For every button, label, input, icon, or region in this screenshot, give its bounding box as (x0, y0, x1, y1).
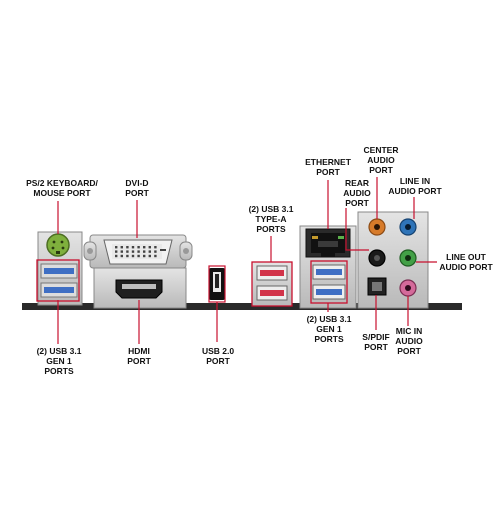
dvi-pin (131, 246, 135, 249)
label-usb31-gen1-ports-left: (2) USB 3.1 GEN 1 PORTS (36, 346, 82, 376)
label-ethernet-port: ETHERNET PORT (305, 157, 351, 177)
ethernet-usb-stack (299, 225, 357, 309)
dvi-pin (154, 246, 157, 249)
label-usb31-typea-ports: (2) USB 3.1 TYPE-A PORTS (248, 204, 294, 234)
label-usb31-gen1-ports-right: (2) USB 3.1 GEN 1 PORTS (306, 314, 352, 344)
usb20-block (208, 265, 226, 303)
label-hdmi-port: HDMI PORT (127, 346, 151, 366)
label-ps2-keyboard-mouse-port: PS/2 KEYBOARD/ MOUSE PORT (26, 178, 98, 198)
dvi-pin (143, 254, 146, 258)
label-line-out-audio-port: LINE OUT AUDIO PORT (439, 252, 493, 272)
dvi-pin (143, 246, 146, 249)
dvi-pin (126, 250, 129, 253)
callout-lines (57, 177, 437, 344)
label-usb20-port: USB 2.0 PORT (201, 346, 235, 366)
dvi-pin (137, 254, 140, 258)
label-center-audio-port: CENTER AUDIO PORT (363, 145, 399, 175)
dvi-pin (120, 246, 123, 249)
dvi-pin (131, 250, 135, 253)
dvi-pin (126, 254, 129, 258)
dvi-pin (137, 246, 140, 249)
dvi-pin (115, 254, 118, 258)
dvi-pin (148, 246, 151, 249)
label-line-in-audio-port: LINE IN AUDIO PORT (388, 176, 442, 196)
ps2-usb-stack (36, 231, 83, 306)
dvi-hdmi-block (83, 234, 193, 309)
dvi-pin (126, 246, 129, 249)
dvi-pin (143, 250, 146, 253)
dvi-pin (120, 254, 123, 258)
dvi-blade (160, 249, 166, 251)
label-rear-audio-port: REAR AUDIO PORT (343, 178, 371, 208)
usb31-typea-block (251, 261, 293, 307)
audio-panel (357, 211, 429, 309)
dvi-pin (131, 254, 135, 258)
io-shield-base (22, 303, 462, 310)
dvi-pin (115, 246, 118, 249)
dvi-pin (148, 250, 151, 253)
dvi-pin (154, 250, 157, 253)
label-spdif-port: S/PDIF PORT (362, 332, 390, 352)
dvi-pin (154, 254, 157, 258)
dvi-pin (115, 250, 118, 253)
dvi-pin (148, 254, 151, 258)
dvi-pin (137, 250, 140, 253)
label-dvi-d-port: DVI-D PORT (125, 178, 149, 198)
label-mic-in-audio-port: MIC IN AUDIO PORT (395, 326, 423, 356)
dvi-pin (120, 250, 123, 253)
